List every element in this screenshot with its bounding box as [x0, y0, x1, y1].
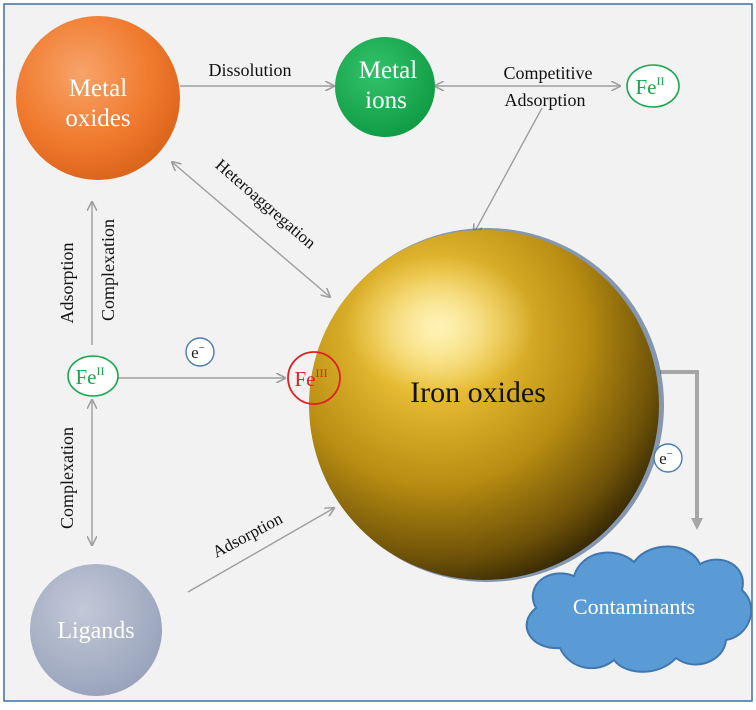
iron-to-contaminants-arrow [660, 370, 703, 530]
fe3-text: FeIII [295, 366, 328, 391]
fe3-ring [287, 351, 341, 405]
electron-left-text: e− [191, 342, 205, 362]
electron-badge-left: e− [185, 337, 215, 367]
metal-ions-circle [335, 37, 435, 137]
adsorption-vertical-label: Adsorption [57, 243, 77, 324]
metal-oxides-circle [16, 16, 180, 180]
competitive-to-iron-arrow [474, 107, 543, 233]
competitive-label: Competitive [504, 63, 593, 83]
fe2-top-ring [626, 64, 680, 108]
complexation-lower-label: Complexation [57, 427, 77, 529]
competitive-adsorption-label: Adsorption [505, 90, 586, 110]
electron-right-text: e− [659, 448, 673, 468]
electron-right-ring [653, 443, 683, 473]
fe2-top-text: FeII [636, 74, 665, 99]
electron-badge-right: e− [653, 443, 683, 473]
contaminants-label: Contaminants [573, 594, 695, 619]
arrows [92, 86, 620, 593]
dissolution-label: Dissolution [208, 60, 291, 80]
iron-oxides-highlight [345, 255, 535, 395]
ligands-label: Ligands [57, 618, 134, 644]
ligands-circle [30, 564, 162, 696]
metal-oxides-label-line1: Metal [69, 75, 127, 102]
fe3-badge: FeIII [287, 351, 341, 405]
iron-oxides-label: Iron oxides [410, 376, 546, 409]
node-contaminants: Contaminants [525, 545, 753, 673]
fe2-left-ring [67, 355, 119, 397]
node-ligands: Ligands [30, 564, 162, 696]
ligands-to-iron-arrow [187, 508, 334, 593]
node-iron-oxides: Iron oxides [309, 228, 664, 582]
complexation-vertical-label: Complexation [98, 219, 118, 321]
heteroaggregation-arrow [172, 162, 330, 297]
contaminants-cloud [525, 545, 753, 673]
fe2-badge-top: FeII [626, 64, 680, 108]
electron-left-ring [185, 337, 215, 367]
fe2-badge-left: FeII [67, 355, 119, 397]
metal-oxides-label-line2: oxides [65, 105, 130, 132]
fe2-left-text: FeII [76, 364, 105, 389]
node-metal-oxides: Metal oxides [16, 16, 180, 180]
metal-ions-label-line2: ions [365, 87, 407, 114]
node-metal-ions: Metal ions [335, 37, 435, 137]
metal-ions-label-line1: Metal [359, 57, 417, 84]
